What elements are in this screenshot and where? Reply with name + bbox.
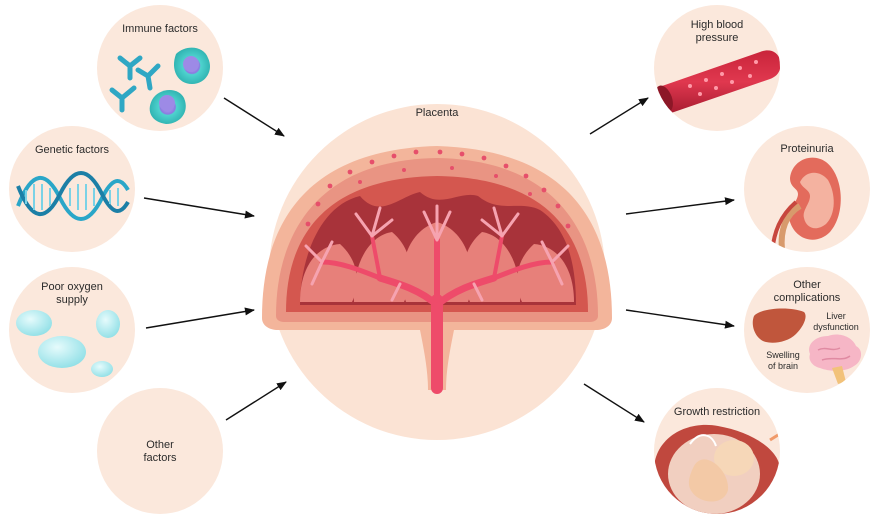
poor-oxygen-label: Poor oxygen supply — [12, 281, 132, 307]
immune-factors-circle — [97, 5, 223, 131]
bp-line1: High blood — [690, 19, 744, 31]
arrow-placenta-to-complications — [625, 309, 735, 329]
other-complications-label: Other complications — [752, 279, 862, 305]
other-factors-circle — [97, 388, 223, 514]
arrow-placenta-to-proteinuria — [625, 197, 735, 215]
immune-cell-icon — [149, 47, 211, 124]
arrow-immune-to-placenta — [223, 97, 285, 137]
high-blood-pressure-label: High blood pressure — [657, 19, 777, 45]
other-factors-line2: factors — [143, 452, 177, 464]
genetic-factors-label: Genetic factors — [35, 144, 109, 156]
poor-oxygen-line1: Poor oxygen — [41, 281, 103, 293]
other-factors-line1: Other — [146, 439, 174, 451]
arrow-genetic-to-placenta — [143, 197, 255, 219]
arrow-other-to-placenta — [225, 381, 287, 421]
fetus-icon — [654, 424, 780, 514]
genetic-factors-circle — [9, 126, 135, 252]
other-factors-label: Other factors — [100, 439, 220, 465]
bp-line2: pressure — [695, 32, 739, 44]
brain-icon — [809, 334, 862, 384]
brain-line1: Swelling — [766, 350, 800, 360]
liver-dysfunction-label: Liver dysfunction — [806, 311, 866, 333]
brain-line2: of brain — [767, 361, 799, 371]
liver-line2: dysfunction — [813, 322, 859, 332]
arrows — [143, 97, 735, 423]
dna-icon — [16, 171, 130, 221]
arrow-oxygen-to-placenta — [145, 307, 255, 329]
immune-factors-label: Immune factors — [122, 23, 198, 35]
complications-line2: complications — [773, 292, 841, 304]
arrow-placenta-to-growth — [583, 383, 645, 423]
antibody-icon — [109, 55, 161, 113]
oxygen-bubbles-icon — [16, 310, 120, 377]
kidney-icon — [770, 157, 841, 252]
growth-restriction-label: Growth restriction — [673, 406, 761, 418]
complications-line1: Other — [793, 279, 821, 291]
liver-icon — [752, 308, 806, 343]
placenta-illustration — [262, 146, 612, 394]
placenta-label: Placenta — [415, 107, 459, 119]
swelling-of-brain-label: Swelling of brain — [758, 350, 808, 372]
arrow-placenta-to-bp — [589, 97, 649, 135]
proteinuria-label: Proteinuria — [780, 143, 834, 155]
poor-oxygen-line2: supply — [56, 294, 88, 306]
liver-line1: Liver — [826, 311, 846, 321]
